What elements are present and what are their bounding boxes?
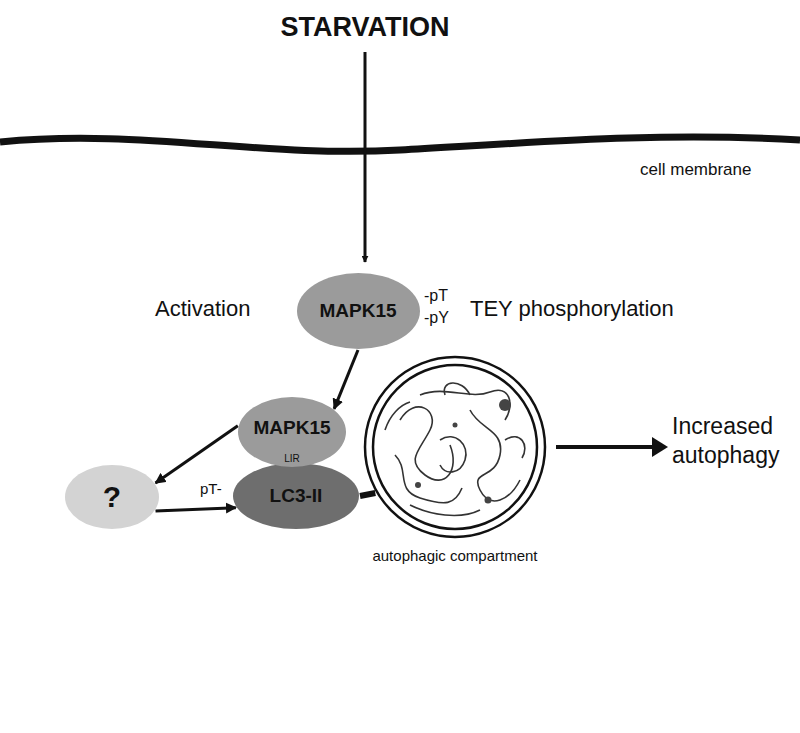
autophagosome-circle-outline [363,355,547,539]
annotation-text: Activation [155,296,250,322]
connector-arrow [334,350,358,409]
connector-arrow [156,426,238,483]
phospho-site: -pT [424,287,448,305]
outer-membrane [365,357,545,537]
phospho-site: pT- [200,480,222,497]
outcome-arrowhead [652,437,668,457]
ellipse-fill [233,463,359,529]
node-text: MAPK15 [319,300,396,322]
inner-membrane [373,365,537,529]
node-text: LIR [284,453,300,464]
unknown-factor-ellipse: ? [64,464,160,530]
signal-arrow [364,52,367,262]
structure-label: cell membrane [640,160,752,180]
connector-arrow [156,508,236,511]
node-text: ? [103,480,121,514]
lc3-ellipse: LC3-II [232,462,360,530]
node-text: MAPK15 [253,417,330,439]
phospho-site: -pY [424,309,449,327]
ellipse-fill [297,273,420,349]
cargo-squiggles [385,383,525,515]
node-text: autophagic compartment [370,547,540,565]
stimulus-title: STARVATION [280,12,449,43]
ellipse-fill [65,465,159,529]
outcome-arrow [556,445,664,449]
node-text: LC3-II [270,485,323,507]
kinase-ellipse: MAPK15 [296,272,421,350]
annotation-text: TEY phosphorylation [470,296,674,322]
kinase-ellipse: MAPK15LIR [237,396,347,468]
ellipse-fill [238,397,346,467]
outcome-text: Increased autophagy [672,412,796,470]
autophagosome-circle: autophagic compartment [363,355,547,539]
cell-membrane [0,137,800,151]
connector-arrow [360,493,375,496]
cargo-blobs [415,399,511,504]
